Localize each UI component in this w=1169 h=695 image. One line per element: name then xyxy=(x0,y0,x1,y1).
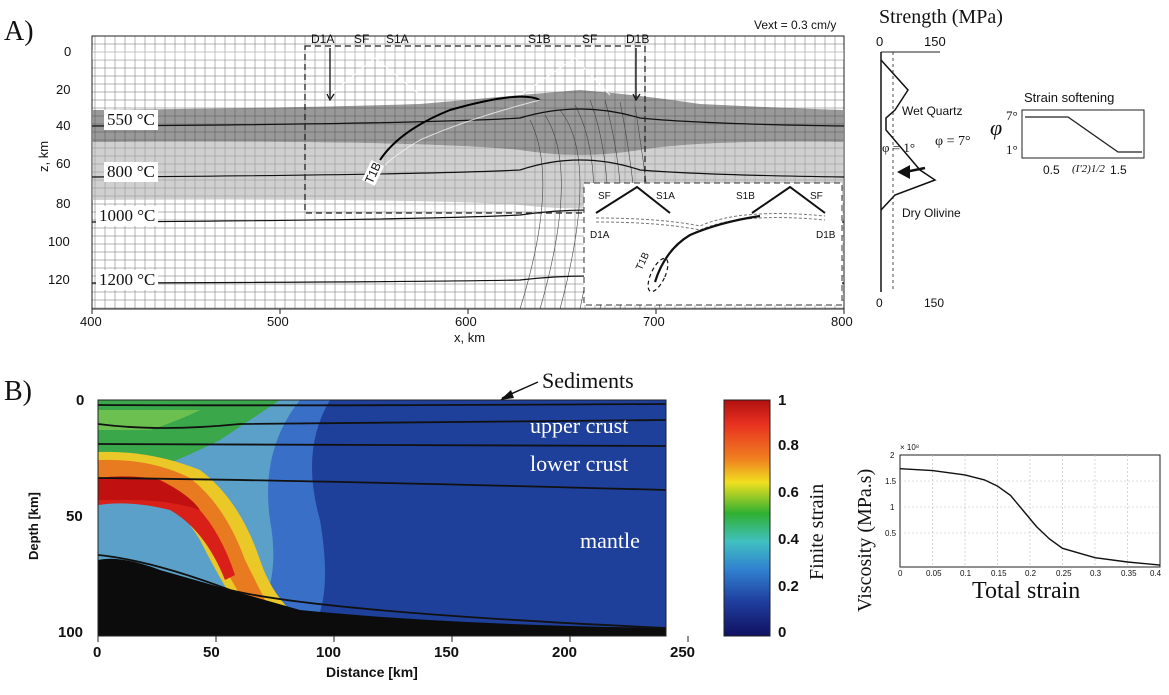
viscosity-x-tick: 0.4 xyxy=(1150,569,1162,578)
panel-a-y-tick: 20 xyxy=(56,82,71,97)
strain-softening-plot xyxy=(1021,109,1145,159)
strength-top-tick: 0 xyxy=(876,34,884,49)
colorbar xyxy=(723,399,771,637)
viscosity-curve xyxy=(899,468,1161,566)
layer-label-upper-crust: upper crust xyxy=(530,413,629,438)
strength-bottom-tick: 150 xyxy=(924,296,945,310)
finite-strain-map xyxy=(97,399,667,637)
panel-a-y-tick: 40 xyxy=(56,118,71,133)
softening-y-tick: 1° xyxy=(1006,142,1018,157)
panel-b-x-tick: 50 xyxy=(203,644,220,661)
softening-y-tick: 7° xyxy=(1006,108,1018,123)
isotherm-label: 1200 °C xyxy=(96,270,159,290)
panel-a-y-axis-label: z, km xyxy=(36,140,51,172)
softening-x-tick: (I'2)1/2 xyxy=(1072,163,1105,175)
panel-a-x-tick: 500 xyxy=(267,314,289,329)
viscosity-x-tick: 0.3 xyxy=(1090,569,1102,578)
viscosity-y-tick: 1.5 xyxy=(885,477,897,486)
colorbar-tick: 0.8 xyxy=(778,437,799,454)
isotherm-label: 1000 °C xyxy=(96,206,159,226)
panel-b-y-tick: 100 xyxy=(58,624,84,641)
fault-label: D1A xyxy=(311,32,335,46)
fault-label: S1A xyxy=(386,32,409,46)
strength-title: Strength (MPa) xyxy=(879,6,1003,28)
inset-diagram xyxy=(583,182,843,306)
panel-a-x-tick: 400 xyxy=(80,314,102,329)
panel-a-x-ticks xyxy=(91,309,845,314)
layer-label-lower-crust: lower crust xyxy=(530,451,629,476)
panel-a-x-tick: 800 xyxy=(831,314,853,329)
strength-bottom-tick: 0 xyxy=(876,296,883,310)
softening-x-tick: 1.5 xyxy=(1110,163,1127,177)
strength-top-tick: 150 xyxy=(924,34,946,49)
panel-a-x-tick: 700 xyxy=(643,314,665,329)
fault-label: SF xyxy=(582,32,598,46)
panel-a-x-tick: 600 xyxy=(455,314,477,329)
phi-left-label: φ = 1° xyxy=(882,140,916,155)
inset-label: D1A xyxy=(590,230,610,241)
colorbar-label: Finite strain xyxy=(806,483,828,580)
inset-label: S1A xyxy=(656,191,675,202)
layer-label-sediments: Sediments xyxy=(542,368,634,393)
colorbar-tick: 0.6 xyxy=(778,484,799,501)
fault-label: SF xyxy=(354,32,370,46)
softening-title: Strain softening xyxy=(1024,90,1115,105)
inset-label: S1B xyxy=(736,191,755,202)
zoom-box xyxy=(304,45,646,214)
panel-b-x-tick: 100 xyxy=(316,644,342,661)
panel-a-y-tick: 120 xyxy=(48,272,70,287)
panel-b-label: B) xyxy=(4,376,32,407)
colorbar-tick: 0.2 xyxy=(778,578,799,595)
softening-x-tick: 0.5 xyxy=(1043,163,1060,177)
viscosity-y-tick: 0.5 xyxy=(885,529,897,538)
softening-phi: φ xyxy=(990,115,1003,140)
panel-b-y-tick: 50 xyxy=(66,508,83,525)
wet-quartz-label: Wet Quartz xyxy=(902,104,963,118)
panel-b-x-tick: 150 xyxy=(434,644,460,661)
panel-a-label: A) xyxy=(4,16,34,47)
panel-a-y-tick: 60 xyxy=(56,156,71,171)
fault-label: S1B xyxy=(528,32,551,46)
viscosity-plot xyxy=(899,454,1161,568)
inset-label: SF xyxy=(598,191,611,202)
panel-b-ticks xyxy=(97,636,689,642)
isotherm-label: 800 °C xyxy=(104,162,158,182)
viscosity-x-tick: 0.15 xyxy=(991,569,1007,578)
inset-label: SF xyxy=(810,191,823,202)
viscosity-x-tick: 0.35 xyxy=(1121,569,1137,578)
viscosity-x-label: Total strain xyxy=(972,578,1081,604)
panel-b-y-axis-label: Depth [km] xyxy=(26,492,41,560)
panel-a-y-tick: 0 xyxy=(64,44,72,59)
layer-label-mantle: mantle xyxy=(580,528,640,553)
colorbar-tick: 0 xyxy=(778,624,787,641)
panel-b-x-axis-label: Distance [km] xyxy=(326,664,418,680)
dry-olivine-label: Dry Olivine xyxy=(902,206,961,220)
viscosity-y-label: Viscosity (MPa.s) xyxy=(854,468,876,612)
panel-a-x-axis-label: x, km xyxy=(454,330,486,345)
panel-a-y-tick: 100 xyxy=(48,234,70,249)
inset-label: D1B xyxy=(816,230,836,241)
panel-b-x-tick: 0 xyxy=(93,644,102,661)
colorbar-tick: 1 xyxy=(778,392,787,409)
viscosity-x-tick: 0.05 xyxy=(926,569,942,578)
panel-a-y-tick: 80 xyxy=(56,196,71,211)
viscosity-x-tick: 0.1 xyxy=(960,569,972,578)
strength-profile xyxy=(880,51,940,292)
phi-right-label: φ = 7° xyxy=(935,134,971,149)
panel-b-x-tick: 200 xyxy=(552,644,578,661)
fault-label: D1B xyxy=(626,32,650,46)
vext-label: Vext = 0.3 cm/y xyxy=(754,18,837,32)
panel-b-y-tick: 0 xyxy=(76,392,85,409)
viscosity-y-tick: 1 xyxy=(890,503,895,512)
colorbar-tick: 0.4 xyxy=(778,531,799,548)
isotherm-label: 550 °C xyxy=(104,110,158,130)
fault-arrows xyxy=(326,48,641,102)
viscosity-x-tick: 0.2 xyxy=(1025,569,1037,578)
panel-b-x-tick: 250 xyxy=(670,644,696,661)
viscosity-x-tick: 0.25 xyxy=(1056,569,1072,578)
viscosity-y-tick: 2 xyxy=(890,451,895,460)
viscosity-x-tick: 0 xyxy=(898,569,903,578)
viscosity-multiplier: × 10⁸ xyxy=(900,443,920,452)
